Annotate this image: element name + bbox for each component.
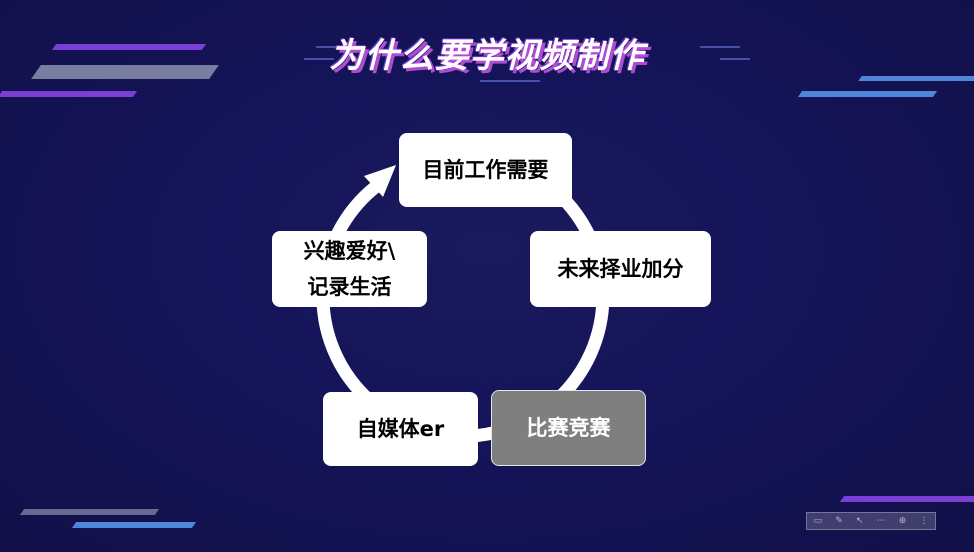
pen-icon[interactable]: ▭ (813, 516, 823, 526)
more-icon[interactable]: ⋯ (876, 516, 886, 526)
title-line-left-1 (316, 46, 356, 48)
node-current-work-label: 目前工作需要 (422, 158, 549, 182)
title-line-right-2 (720, 58, 750, 60)
node-future-career-label: 未来择业加分 (557, 257, 684, 281)
node-hobby-line1: 兴趣爱好\ (303, 239, 396, 263)
marker-icon[interactable]: ✎ (835, 516, 843, 526)
node-future-career: 未来择业加分 (530, 231, 711, 307)
node-hobby: 兴趣爱好\ 记录生活 (272, 231, 427, 307)
node-self-media: 自媒体er (323, 392, 478, 466)
menu-icon[interactable]: ⋮ (919, 516, 929, 526)
playback-toolbar: ▭ ✎ ↖ ⋯ ⊕ ⋮ (806, 512, 936, 530)
page-title: 为什么要学视频制作 (329, 36, 645, 76)
node-self-media-label: 自媒体er (356, 417, 445, 441)
title-line-left-2 (304, 58, 334, 60)
node-current-work: 目前工作需要 (399, 133, 572, 207)
zoom-icon[interactable]: ⊕ (898, 516, 907, 526)
title-line-right-1 (700, 46, 740, 48)
node-competition: 比赛竞赛 (491, 390, 646, 466)
title-line-bottom (480, 80, 540, 82)
node-hobby-line2: 记录生活 (307, 275, 392, 299)
cursor-icon[interactable]: ↖ (855, 516, 864, 526)
cycle-arrowhead (364, 165, 396, 197)
node-competition-label: 比赛竞赛 (526, 416, 611, 440)
